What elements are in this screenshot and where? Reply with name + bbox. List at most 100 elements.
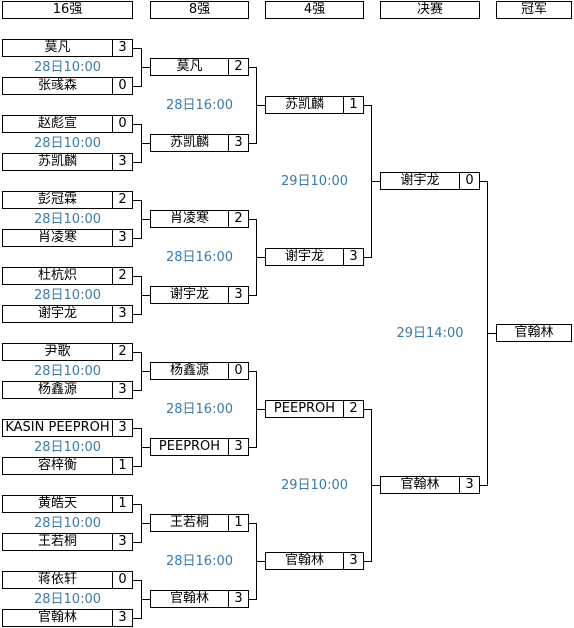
match-sf-2-player1: PEEPROH 2 [265,400,364,418]
player-name: 谢宇龙 [169,287,209,302]
player-score: 3 [228,591,248,607]
player-name: 官翰林 [400,477,440,492]
player-score: 0 [459,173,479,189]
player-name: 莫凡 [44,40,71,55]
player-name: 王若桐 [37,534,77,549]
player-name: 赵彪宣 [37,116,77,131]
player-score: 2 [228,59,248,75]
bracket-connector-line [256,561,265,562]
match-time: 28日10:00 [33,516,101,531]
player-score: 3 [228,135,248,151]
header-champion: 冠军 [496,1,572,19]
bracket-connector-line [371,181,380,182]
bracket-connector-line [249,295,257,296]
match-time: 28日10:00 [33,364,101,379]
bracket-connector-line [133,162,142,163]
bracket-connector-line [133,390,142,391]
bracket-connector-line [364,409,372,410]
bracket-connector-line [141,371,150,372]
player-score: 3 [343,553,363,569]
bracket-connector-line [141,447,150,448]
bracket-connector-line [364,561,372,562]
player-name: 容梓衡 [37,458,77,473]
player-score: 2 [228,211,248,227]
header-semifinal: 4强 [265,1,364,19]
player-score: 3 [112,154,132,170]
bracket-connector-line [256,105,265,106]
bracket-connector-line [364,257,372,258]
bracket-connector-line [364,105,372,106]
player-name: PEEPROH [158,439,221,454]
match-time: 28日16:00 [165,98,233,113]
bracket-connector-line [133,618,142,619]
match-time: 28日10:00 [33,288,101,303]
header-quarterfinal: 8强 [150,1,249,19]
bracket-connector-line [249,523,257,524]
match-time: 28日16:00 [165,250,233,265]
match-time: 28日10:00 [33,136,101,151]
bracket-connector-line [480,181,488,182]
bracket-connector-line [249,67,257,68]
player-name: 张彧森 [37,78,77,93]
match-r16-7-player1: 黄皓天 1 [2,495,133,513]
player-name: 肖凌寒 [37,230,77,245]
match-final-player1: 谢宇龙 0 [380,172,480,190]
player-name: 苏凯麟 [169,135,209,150]
player-name: 谢宇龙 [400,173,440,188]
player-name: 尹歌 [44,344,71,359]
bracket-connector-line [133,200,142,201]
bracket-connector-line [133,48,142,49]
bracket-connector-line [249,371,257,372]
bracket-connector-line [487,333,496,334]
player-name: KASIN PEEPROH [5,420,110,435]
bracket-connector-line [141,599,150,600]
bracket-connector-line [256,257,265,258]
match-r16-7-player2: 王若桐 3 [2,533,133,551]
player-score: 2 [343,401,363,417]
match-time: 29日10:00 [280,174,348,189]
player-name: 王若桐 [169,515,209,530]
bracket-connector-line [249,143,257,144]
player-score: 1 [228,515,248,531]
champion-box: 官翰林 [496,324,572,342]
bracket-connector-line [249,447,257,448]
player-name: 苏凯麟 [284,97,324,112]
bracket-connector-line [371,485,380,486]
bracket-connector-line [141,295,150,296]
player-name: PEEPROH [273,401,336,416]
player-score: 3 [112,230,132,246]
player-name: 官翰林 [514,325,554,340]
player-name: 杨鑫源 [37,382,77,397]
match-time: 29日10:00 [280,478,348,493]
player-score: 3 [112,610,132,626]
match-r16-3-player2: 肖凌寒 3 [2,229,133,247]
player-name: 黄皓天 [37,496,77,511]
player-name: 杨鑫源 [169,363,209,378]
match-time: 29日14:00 [396,326,464,341]
player-score: 0 [112,78,132,94]
match-time: 28日10:00 [33,60,101,75]
bracket-connector-line [141,67,150,68]
bracket-connector-line [256,409,265,410]
player-score: 3 [112,40,132,56]
bracket-connector-line [133,314,142,315]
player-score: 3 [112,534,132,550]
player-name: 彭冠霖 [37,192,77,207]
header-final: 决赛 [380,1,480,19]
bracket-connector-line [141,143,150,144]
player-score: 1 [112,496,132,512]
